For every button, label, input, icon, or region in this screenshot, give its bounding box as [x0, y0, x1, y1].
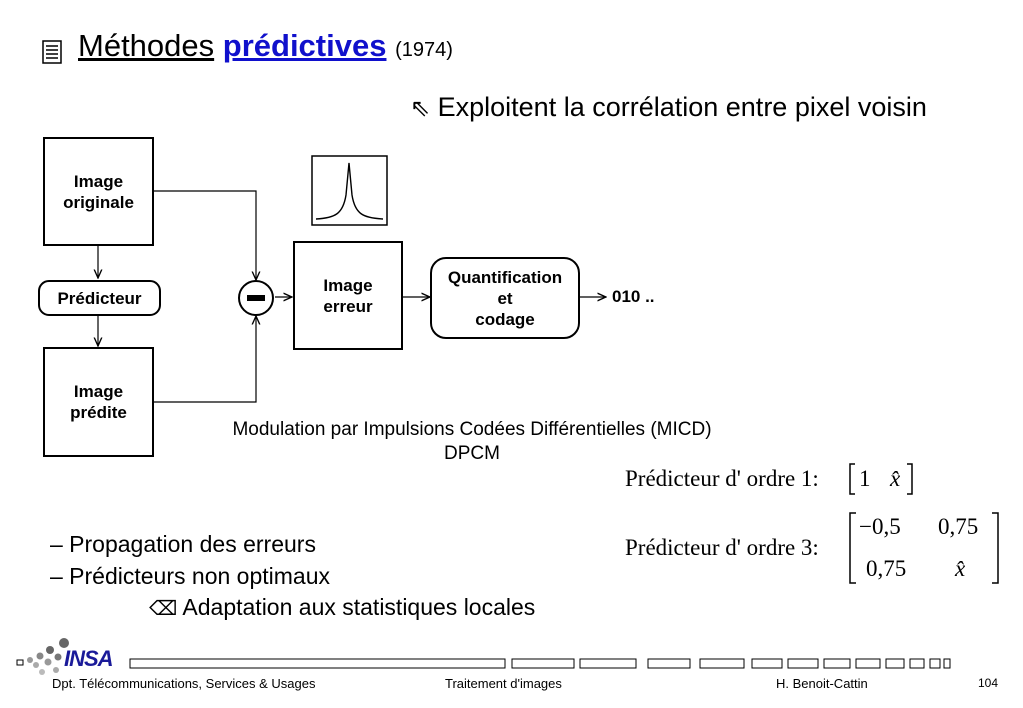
formula-order3-a21: 0,75 [866, 556, 907, 581]
footer-department: Dpt. Télécommunications, Services & Usag… [52, 676, 316, 691]
box-quantif-line3: codage [475, 309, 535, 329]
footer-logo-bar [16, 638, 951, 675]
box-image-predite-line1: Image [73, 382, 124, 401]
arrow-original-to-minus [153, 190, 256, 280]
footer-page-number: 104 [978, 676, 999, 690]
box-image-predite-line2: prédite [70, 403, 127, 422]
arrow-up-left-icon: ⇖ [410, 95, 431, 122]
box-image-originale-line1: Image [73, 171, 124, 191]
list-item-predicteurs: – Prédicteurs non optimaux [50, 563, 330, 589]
title-word-predictives: prédictives [222, 28, 387, 63]
output-bits: 010 .. [612, 287, 655, 306]
box-quantif-line1: Quantification [447, 267, 563, 287]
formula-order3-a12: 0,75 [938, 514, 979, 539]
box-image-erreur-line1: Image [323, 275, 373, 295]
box-predicteur: Prédicteur [38, 280, 161, 316]
footer-course: Traitement d'images [445, 676, 562, 691]
formula-order3-matrix [849, 512, 999, 584]
formula-order1-value-1: 1 [859, 466, 871, 491]
formula-order3-a11: −0,5 [859, 514, 901, 539]
box-image-predite: Image prédite [43, 347, 154, 457]
formula-order1-value-xhat: x̂ [890, 466, 901, 491]
formula-order3-a22: x̂ [955, 556, 966, 581]
footer-author: H. Benoit-Cattin [776, 676, 868, 691]
list-item-propagation: – Propagation des erreurs [50, 531, 316, 557]
arrow-predite-to-minus [153, 316, 256, 403]
list-subitem-text: Adaptation aux statistiques locales [182, 594, 536, 620]
formula-order3-label: Prédicteur d' ordre 3: [625, 535, 819, 560]
box-image-erreur-line2: erreur [323, 296, 373, 316]
histogram-peak-curve [315, 162, 384, 220]
caption-micd: Modulation par Impulsions Codées Différe… [232, 419, 712, 440]
insa-logo-text: INSA [64, 646, 114, 671]
box-predicteur-label: Prédicteur [57, 288, 142, 308]
title-word-methodes: Méthodes [78, 28, 215, 63]
formula-order1-label: Prédicteur d' ordre 1: [625, 466, 819, 491]
box-image-originale-line2: originale [63, 192, 134, 212]
minus-sign-icon [247, 295, 265, 301]
subtitle-text: Exploitent la corrélation entre pixel vo… [437, 92, 927, 122]
insa-logo-dots-icon [16, 638, 69, 675]
list-bullet-icon [42, 40, 62, 64]
sub-bullet-icon: ⌫ [149, 596, 178, 620]
title-year: (1974) [395, 39, 453, 61]
subtitle: ⇖ Exploitent la corrélation entre pixel … [410, 92, 927, 123]
page-title: Méthodes prédictives (1974) [78, 28, 453, 64]
list-subitem: ⌫ Adaptation aux statistiques locales [149, 594, 535, 621]
caption-dpcm: DPCM [444, 443, 500, 464]
box-quantif-line2: et [497, 288, 513, 308]
formula-order1-matrix [849, 463, 913, 495]
